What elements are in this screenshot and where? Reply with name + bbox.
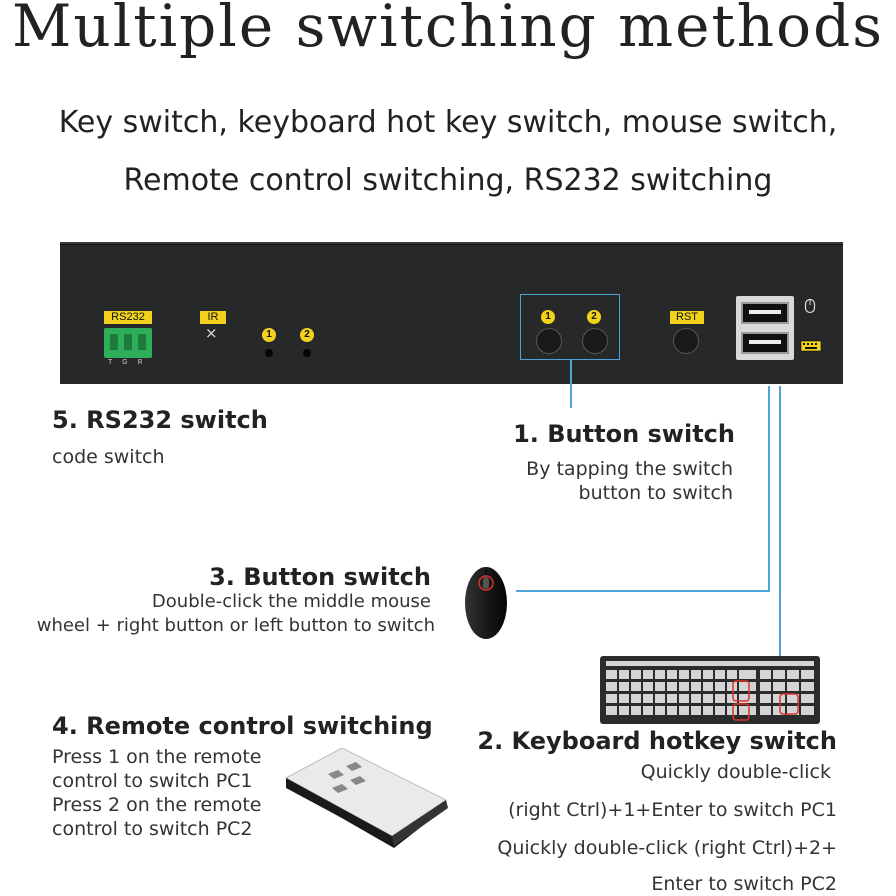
rs232-pin-labels: T G R — [108, 359, 147, 366]
kvm-switch-panel — [60, 242, 843, 384]
button-2-label: 2 — [587, 310, 601, 324]
mouse-switch-desc-1: Double-click the middle mouse — [151, 591, 431, 612]
rs232-port-label: RS232 — [104, 311, 152, 324]
remote-switch-heading: 4. Remote control switching — [52, 712, 433, 740]
ir-port-label: IR — [200, 311, 226, 324]
mouse-connector-horizontal — [516, 590, 770, 592]
remote-control-icon — [284, 748, 448, 848]
switch-button-2[interactable] — [582, 328, 608, 354]
rs232-description: code switch — [52, 446, 165, 468]
remote-switch-desc-1: Press 1 on the remote — [52, 746, 262, 768]
remote-switch-desc-4: control to switch PC2 — [52, 818, 253, 840]
rst-label: RST — [670, 311, 704, 324]
keyboard-switch-desc-2: (right Ctrl)+1+Enter to switch PC1 — [508, 799, 837, 821]
button-connector-line — [570, 360, 572, 408]
subtitle-line-1: Key switch, keyboard hot key switch, mou… — [58, 105, 838, 140]
ir-sensor-icon: × — [205, 324, 218, 342]
keyboard-switch-desc-4: Enter to switch PC2 — [651, 873, 837, 895]
usb-port-block — [736, 296, 794, 360]
led-1-label: 1 — [262, 328, 276, 342]
keyboard-switch-desc-3: Quickly double-click (right Ctrl)+2+ — [497, 837, 837, 859]
keyboard-port-icon — [800, 340, 822, 352]
mouse-switch-desc-2: wheel + right button or left button to s… — [36, 615, 435, 636]
led-1-indicator — [265, 349, 273, 357]
keyboard-icon — [600, 656, 820, 724]
rs232-heading: 5. RS232 switch — [52, 406, 268, 434]
mouse-port-icon — [804, 298, 816, 314]
keyboard-connector-line — [779, 386, 781, 656]
keyboard-switch-desc-1: Quickly double-click — [640, 761, 831, 783]
button-switch-heading: 1. Button switch — [513, 420, 735, 448]
switch-button-1[interactable] — [536, 328, 562, 354]
rs232-terminal-block — [104, 328, 152, 358]
button-switch-desc-1: By tapping the switch — [526, 458, 733, 480]
remote-switch-desc-2: control to switch PC1 — [52, 770, 253, 792]
mouse-connector-vertical — [768, 386, 770, 591]
button-1-label: 1 — [541, 310, 555, 324]
remote-switch-desc-3: Press 2 on the remote — [52, 794, 262, 816]
subtitle-line-2: Remote control switching, RS232 switchin… — [123, 163, 773, 198]
mouse-icon — [465, 567, 507, 639]
led-2-indicator — [303, 349, 311, 357]
page-title: Multiple switching methods — [12, 0, 884, 60]
mouse-switch-heading: 3. Button switch — [209, 563, 431, 591]
reset-button[interactable] — [673, 328, 699, 354]
keyboard-switch-heading: 2. Keyboard hotkey switch — [477, 727, 837, 755]
button-highlight-box — [520, 294, 620, 360]
button-switch-desc-2: button to switch — [578, 482, 733, 504]
led-2-label: 2 — [300, 328, 314, 342]
